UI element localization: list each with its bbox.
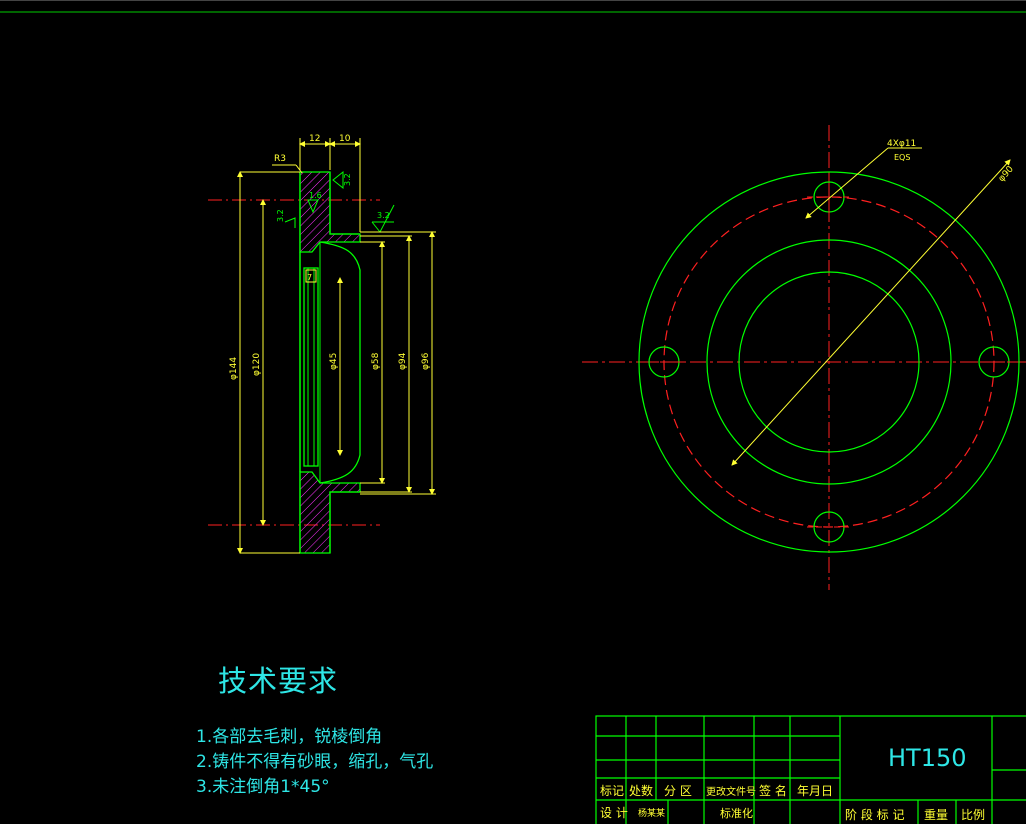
tb-header-mark: 标记 <box>600 784 625 798</box>
dim-radius: R3 <box>274 154 286 164</box>
dim-bolt-circle-leader <box>731 159 1011 466</box>
title-block <box>595 715 1026 824</box>
material-label: HT150 <box>888 744 967 772</box>
callout-holes: 4Xφ11 <box>887 139 916 149</box>
dim-dia-58: φ58 <box>371 352 381 370</box>
roughness-3-2-flange: 3.2 <box>343 173 352 186</box>
front-view: φ90 4Xφ11 EQS <box>582 125 1026 590</box>
roughness-3-2-left: 3.2 <box>276 209 285 222</box>
tb-design-label: 设 计 <box>600 806 628 820</box>
tb-header-count: 处数 <box>629 784 654 798</box>
dim-dia-144: φ144 <box>229 357 239 380</box>
callout-eqs: EQS <box>894 153 910 162</box>
tech-requirement-1: 1.各部去毛刺，锐棱倒角 <box>196 727 383 747</box>
profile-flange <box>329 172 360 553</box>
tb-stage-mark-label: 阶 段 标 记 <box>845 808 905 822</box>
roughness-3-2-right: 3.2 <box>377 211 390 220</box>
bore-curve <box>319 241 361 484</box>
dim-dia-96: φ96 <box>421 352 431 370</box>
seal-groove <box>303 267 319 467</box>
dim-dia-94: φ94 <box>398 352 408 370</box>
tb-header-change-doc: 更改文件号 <box>706 787 756 798</box>
dim-bolt-circle: φ90 <box>997 164 1016 184</box>
tb-header-signature: 签 名 <box>759 784 787 798</box>
tech-requirements-title: 技术要求 <box>218 664 339 698</box>
tb-scale-label: 比例 <box>961 808 986 822</box>
tb-standardization-label: 标准化 <box>720 807 753 820</box>
dim-groove-7: 7 <box>307 273 312 282</box>
roughness-1-6: 1.6 <box>309 191 322 200</box>
tb-header-date: 年月日 <box>797 784 834 798</box>
section-view: 12 10 R3 3.2 1.6 3.2 3.2 7 <box>208 134 436 554</box>
tb-designer-name: 杨某某 <box>638 809 666 819</box>
tech-requirement-2: 2.铸件不得有砂眼，缩孔，气孔 <box>196 752 434 772</box>
dim-10: 10 <box>339 134 351 144</box>
tech-requirement-3: 3.未注倒角1*45° <box>196 777 330 797</box>
dim-12: 12 <box>309 134 320 144</box>
dim-dia-45: φ45 <box>329 353 339 370</box>
tb-weight-label: 重量 <box>924 808 949 822</box>
dim-dia-120: φ120 <box>252 353 262 376</box>
groove-detail <box>305 269 317 283</box>
tb-header-zone: 分 区 <box>664 784 692 798</box>
